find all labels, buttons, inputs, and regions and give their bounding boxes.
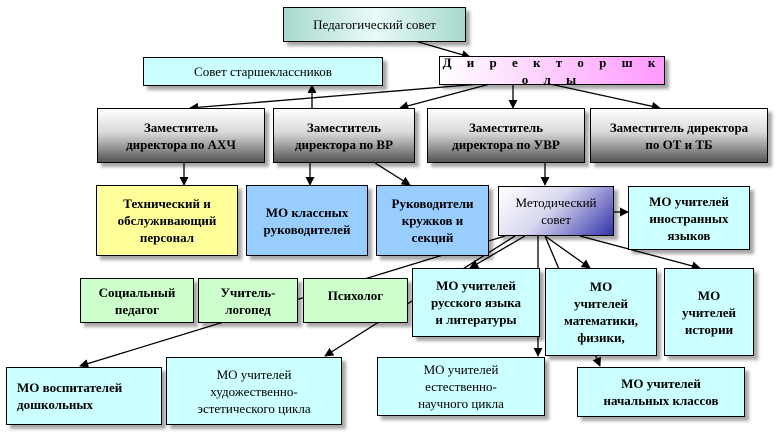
mo-preschool-label: МО воспитателей дошкольных — [17, 380, 123, 412]
tech-staff-label: Технический и обслуживающий персонал — [117, 196, 217, 245]
mo-art-box: МО учителей художественно- эстетического… — [166, 357, 342, 425]
speech-therapist-label: Учитель- логопед — [220, 284, 276, 317]
senior-council-label: Совет старшеклассников — [194, 64, 332, 79]
social-teacher-box: Социальный педагог — [80, 278, 194, 323]
mo-class-leaders-label: МО классных руководителей — [263, 204, 351, 237]
director-label: Д и р е к т о р ш к о л ы — [442, 54, 662, 87]
deputy-uvr-box: Заместитель директора по УВР — [427, 108, 585, 163]
psychologist-label: Психолог — [327, 288, 384, 303]
arrow-director-to-ot — [549, 83, 661, 111]
mo-history-label: МО учителей истории — [681, 287, 737, 337]
deputy-ahch-label: Заместитель директора по АХЧ — [126, 119, 236, 152]
mo-art-label: МО учителей художественно- эстетического… — [197, 366, 311, 416]
deputy-vr-label: Заместитель директора по ВР — [294, 119, 394, 152]
arrow-council-to-director — [414, 40, 471, 60]
ped-council-label: Педагогический совет — [313, 17, 436, 32]
deputy-vr-box: Заместитель директора по ВР — [273, 108, 415, 163]
club-leaders-box: Руководители кружков и секций — [376, 185, 489, 256]
arrow-vr-to-clubs — [374, 162, 411, 186]
speech-therapist-box: Учитель- логопед — [198, 278, 298, 323]
mo-science-box: МО учителей естественно- научного цикла — [377, 357, 545, 416]
tech-staff-box: Технический и обслуживающий персонал — [96, 185, 238, 256]
deputy-uvr-label: Заместитель директора по УВР — [452, 119, 560, 152]
mo-science-label: МО учителей естественно- научного цикла — [418, 362, 504, 411]
social-teacher-label: Социальный педагог — [98, 284, 176, 317]
deputy-ot-box: Заместитель директора по ОТ и ТБ — [590, 108, 768, 163]
mo-foreign-label: МО учителей иностранных языков — [649, 193, 729, 243]
arrow-director-to-ahch — [189, 83, 481, 112]
arrow-method-to-math — [544, 235, 591, 269]
mo-preschool-box: МО воспитателей дошкольных — [6, 367, 162, 425]
director-box: Д и р е к т о р ш к о л ы — [439, 54, 665, 87]
arrow-director-to-vr — [399, 83, 491, 111]
mo-primary-label: МО учителей начальных классов — [603, 376, 719, 408]
mo-math-box: МО учителей математики, физики, — [545, 268, 657, 356]
mo-class-leaders-box: МО классных руководителей — [246, 185, 368, 256]
arrow-method-to-history — [579, 235, 701, 271]
mo-history-box: МО учителей истории — [664, 268, 754, 356]
ped-council-box: Педагогический совет — [283, 7, 466, 42]
mo-russian-label: МО учителей русского языка и литературы — [430, 278, 522, 327]
mo-math-label: МО учителей математики, физики, — [563, 279, 639, 345]
senior-council-box: Совет старшеклассников — [143, 57, 383, 86]
club-leaders-label: Руководители кружков и секций — [391, 196, 474, 245]
mo-russian-box: МО учителей русского языка и литературы — [412, 268, 540, 337]
method-council-box: Методический совет — [498, 186, 614, 236]
mo-primary-box: МО учителей начальных классов — [577, 367, 745, 417]
mo-foreign-box: МО учителей иностранных языков — [628, 186, 750, 250]
deputy-ot-label: Заместитель директора по ОТ и ТБ — [609, 119, 749, 152]
psychologist-box: Психолог — [303, 278, 408, 323]
arrow-method-to-russian — [469, 235, 526, 269]
deputy-ahch-box: Заместитель директора по АХЧ — [97, 108, 265, 163]
method-council-label: Методический совет — [515, 195, 597, 227]
